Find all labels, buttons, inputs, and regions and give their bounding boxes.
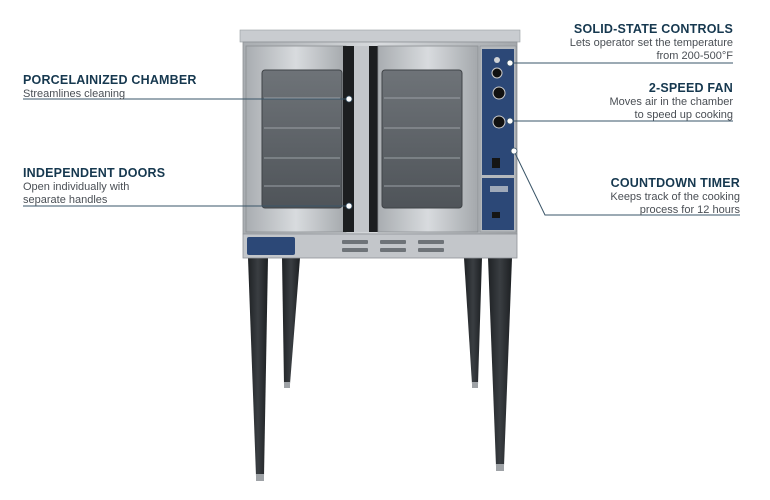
left-door <box>245 45 347 233</box>
callout-description: Streamlines cleaning <box>23 88 126 100</box>
fan-knob-icon <box>492 86 506 100</box>
callout-solid-state-controls: SOLID-STATE CONTROLS Lets operator set t… <box>570 22 733 63</box>
brand-badge-icon <box>247 237 295 255</box>
oven-legs <box>248 258 512 481</box>
left-door-handle <box>343 46 354 232</box>
callout-title: PORCELAINIZED CHAMBER <box>23 73 197 87</box>
indicator-light-icon <box>494 57 500 63</box>
timer-display-icon <box>490 186 508 192</box>
callout-porcelainized-chamber: PORCELAINIZED CHAMBER Streamlines cleani… <box>23 73 197 101</box>
control-panel <box>479 45 517 233</box>
oven-top-trim <box>239 29 521 43</box>
callout-description: from 200-500°F <box>656 50 733 62</box>
callout-description: to speed up cooking <box>634 109 733 121</box>
callout-countdown-timer: COUNTDOWN TIMER Keeps track of the cooki… <box>610 176 740 217</box>
callout-independent-doors: INDEPENDENT DOORS Open individually with… <box>23 166 165 207</box>
right-door-handle <box>369 46 380 232</box>
timer-button-icon <box>492 212 500 218</box>
callout-title: INDEPENDENT DOORS <box>23 166 166 180</box>
leader-lines <box>23 62 740 216</box>
fan-speed-knob-icon <box>492 115 506 129</box>
callout-description: Open individually with <box>23 181 130 193</box>
callout-description: process for 12 hours <box>639 204 740 216</box>
callout-description: Moves air in the chamber <box>609 96 734 108</box>
temperature-knob-icon <box>491 67 503 79</box>
callout-title: 2-SPEED FAN <box>648 81 733 95</box>
callout-title: COUNTDOWN TIMER <box>610 176 740 190</box>
callout-description: Keeps track of the cooking <box>610 191 740 203</box>
leader-dots <box>345 59 518 210</box>
power-switch-icon <box>492 158 500 168</box>
callout-2-speed-fan: 2-SPEED FAN Moves air in the chamber to … <box>610 81 734 122</box>
callout-description: separate handles <box>23 194 108 206</box>
right-door <box>377 45 479 233</box>
callout-title: SOLID-STATE CONTROLS <box>573 22 733 36</box>
oven-base-panel <box>242 233 518 259</box>
callout-description: Lets operator set the temperature <box>569 37 733 49</box>
